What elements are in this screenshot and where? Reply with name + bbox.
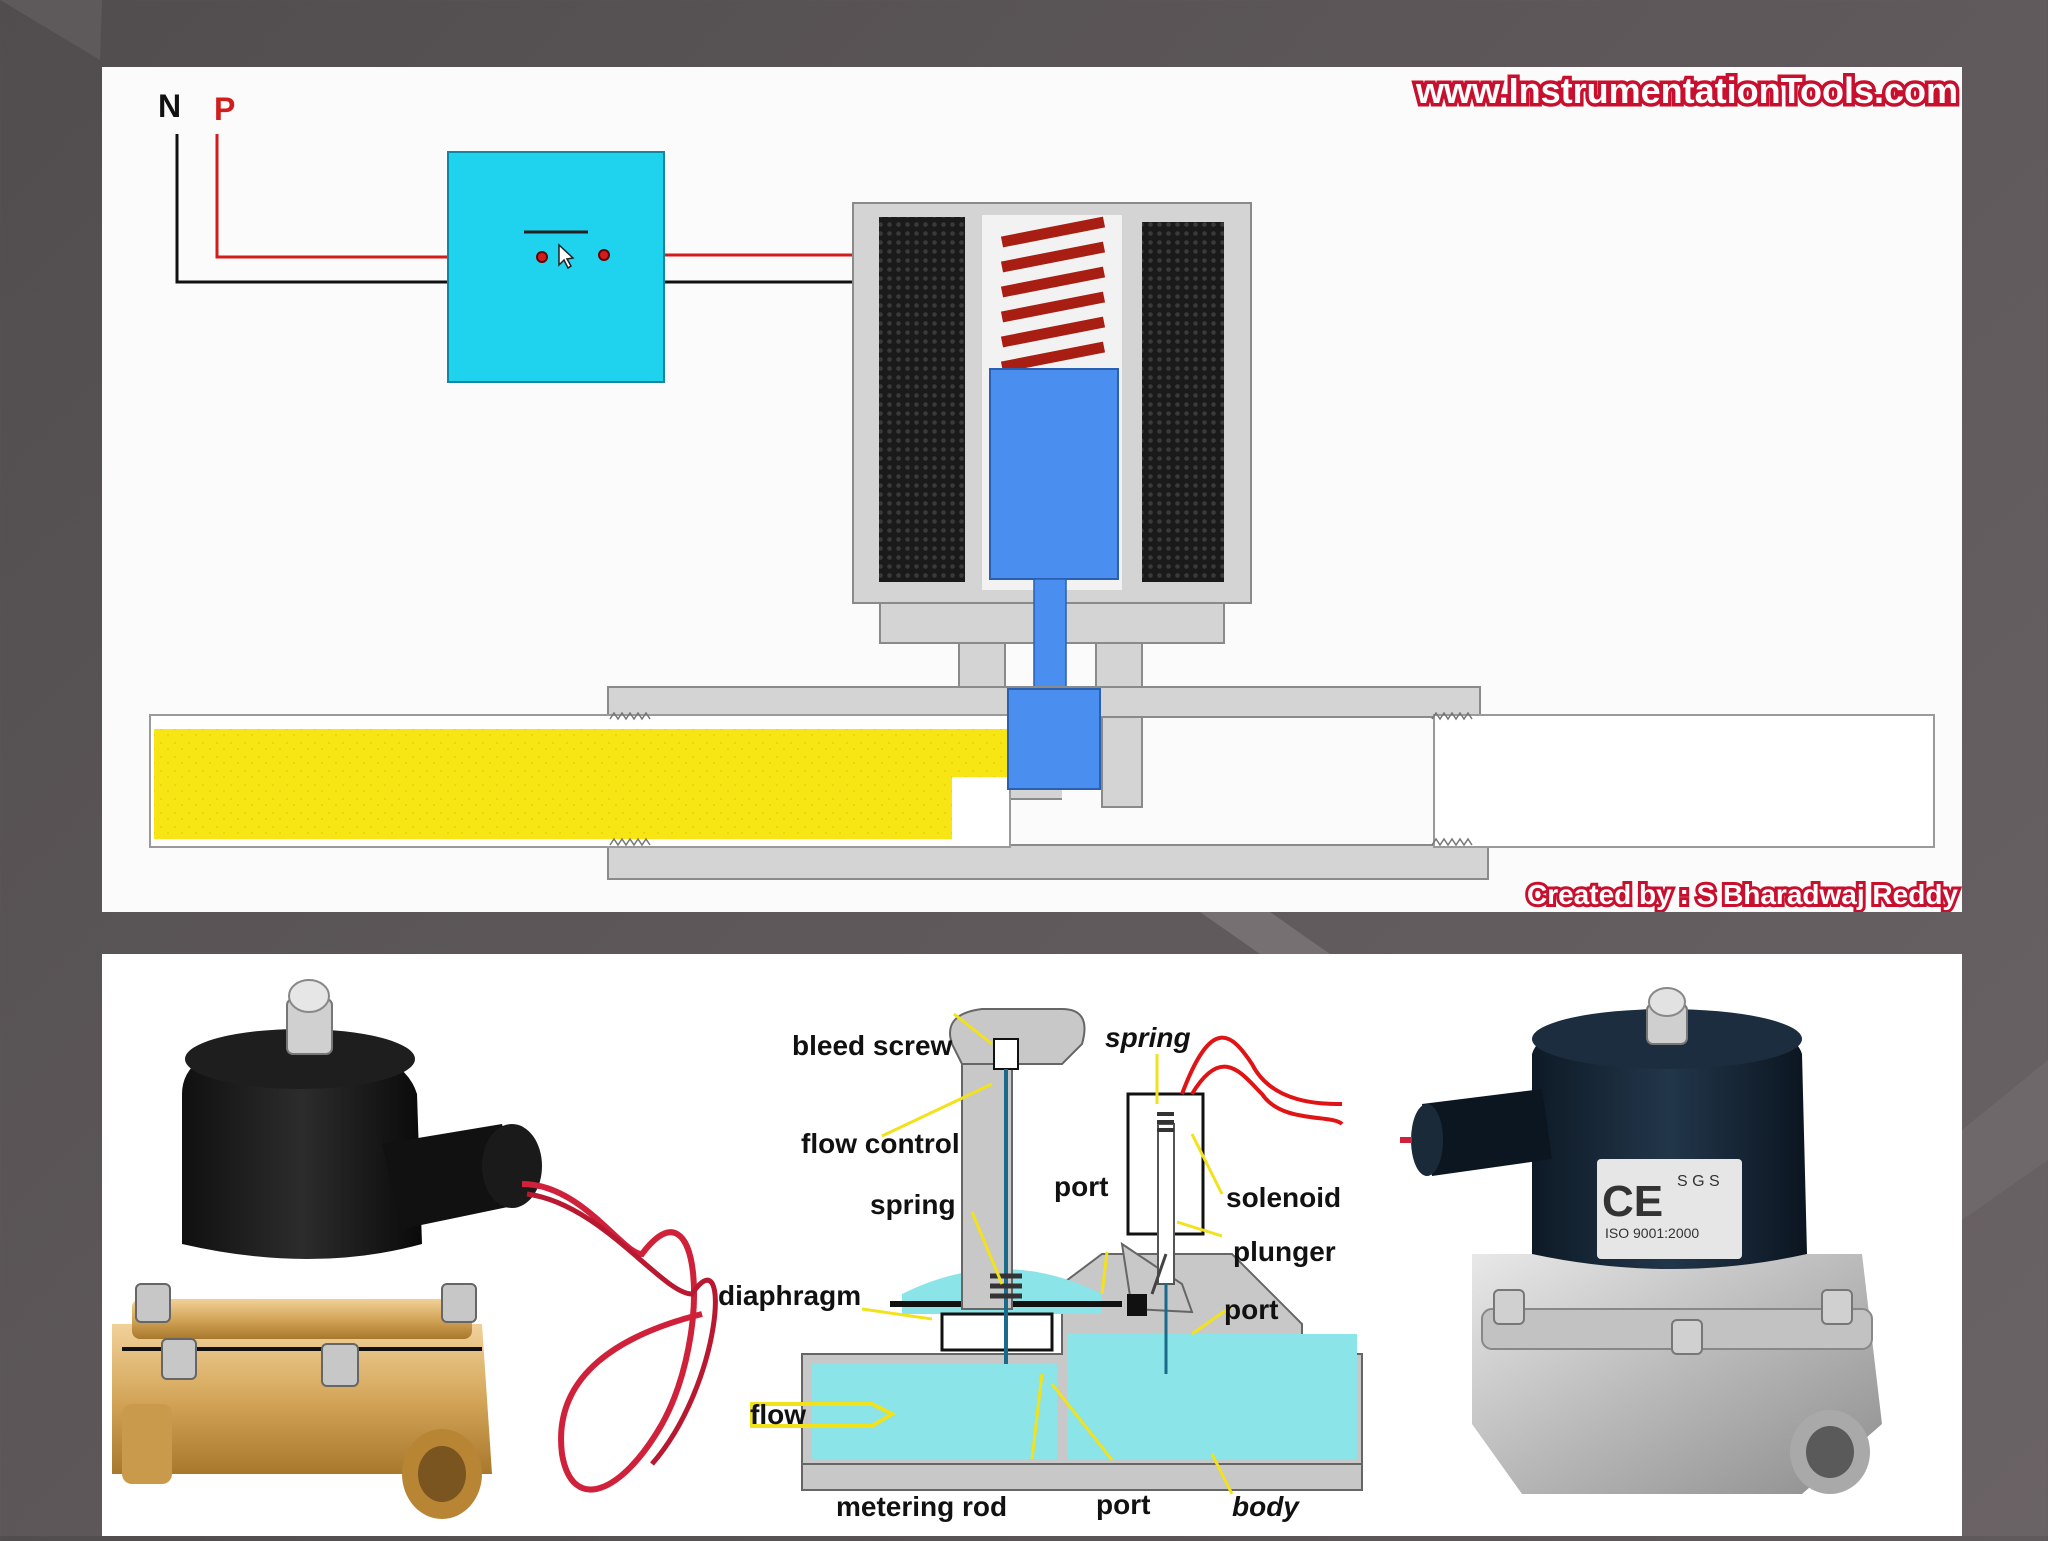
switch-box bbox=[447, 151, 665, 383]
pipe-threads bbox=[609, 711, 1473, 847]
label-diaphragm: diaphragm bbox=[718, 1280, 861, 1311]
valve-disk bbox=[1007, 688, 1101, 790]
cursor-icon bbox=[558, 243, 575, 270]
coil-right bbox=[1142, 222, 1224, 582]
ce-mark: CE bbox=[1602, 1177, 1663, 1226]
label-solenoid: solenoid bbox=[1226, 1182, 1341, 1213]
outlet-pipe bbox=[1433, 714, 1935, 848]
coil-left bbox=[879, 217, 965, 582]
terminal-p: P bbox=[214, 91, 235, 127]
solenoid-valve-schematic: N P bbox=[149, 67, 1962, 913]
label-spring-top: spring bbox=[1105, 1022, 1191, 1053]
label-flow-control: flow control bbox=[801, 1128, 960, 1159]
sgs-mark: S G S bbox=[1677, 1173, 1720, 1190]
label-flow: flow bbox=[750, 1399, 806, 1430]
plunger-stem bbox=[1033, 578, 1067, 690]
label-plunger: plunger bbox=[1233, 1236, 1336, 1267]
switch-terminal-left bbox=[536, 251, 548, 263]
housing-neck-left bbox=[958, 642, 1006, 694]
credit-watermark: Created by : S Bharadwaj Reddy bbox=[1527, 879, 1958, 910]
label-bleed-screw: bleed screw bbox=[792, 1030, 953, 1061]
valve-illustration-panel: bleed screw spring flow control solenoid… bbox=[102, 954, 1962, 1536]
label-port-right: port bbox=[1224, 1294, 1278, 1325]
valve-illustrations: bleed screw spring flow control solenoid… bbox=[112, 979, 1882, 1522]
solenoid-spring bbox=[1000, 216, 1106, 373]
terminal-n: N bbox=[158, 88, 181, 124]
switch-terminal-right bbox=[598, 249, 610, 261]
brass-solenoid-valve-photo bbox=[112, 979, 718, 1519]
iso-mark: ISO 9001:2000 bbox=[1605, 1225, 1699, 1241]
label-port-bottom: port bbox=[1096, 1489, 1150, 1520]
housing-neck-right bbox=[1095, 642, 1143, 694]
valve-body-bottom bbox=[607, 844, 1489, 880]
stainless-solenoid-valve-photo: CE S G S ISO 9001:2000 bbox=[1400, 987, 1882, 1494]
label-metering-rod: metering rod bbox=[836, 1491, 1007, 1522]
website-watermark: www.InstrumentationTools.com bbox=[1415, 70, 1958, 111]
fluid-flow bbox=[154, 729, 1008, 839]
label-spring: spring bbox=[870, 1189, 956, 1220]
plunger bbox=[989, 368, 1119, 580]
valve-seat-wall bbox=[1101, 716, 1143, 808]
live-wire bbox=[215, 134, 542, 259]
label-port-upper: port bbox=[1054, 1171, 1108, 1202]
label-body: body bbox=[1232, 1491, 1300, 1522]
solenoid-animation-panel: N P bbox=[102, 67, 1962, 913]
valve-cross-section bbox=[750, 1008, 1363, 1495]
